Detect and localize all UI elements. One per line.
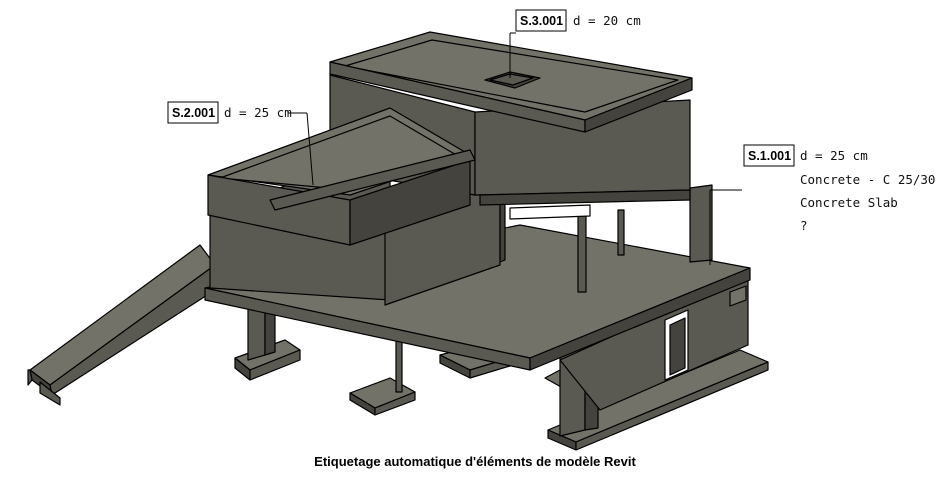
- tag-s1-line-3: Concrete Slab: [800, 195, 898, 210]
- tag-s1-line-4: ?: [800, 218, 808, 233]
- slab-s3: [329, 31, 693, 133]
- tag-s1: S.1.001 d = 25 cm Concrete - C 25/30 Con…: [709, 144, 935, 265]
- tag-s1-line-2: Concrete - C 25/30: [800, 172, 935, 187]
- ramp: [27, 244, 216, 406]
- tag-s3: S.3.001 d = 20 cm: [509, 9, 641, 78]
- tag-s2-id: S.2.001: [172, 106, 215, 120]
- tag-s3-line-1: d = 20 cm: [573, 13, 641, 28]
- tag-s2-box[interactable]: [167, 101, 219, 124]
- tag-s3-box[interactable]: [515, 9, 567, 32]
- slab-s1: [204, 224, 751, 371]
- tag-s1-id: S.1.001: [748, 149, 791, 163]
- tag-s1-line-1: d = 25 cm: [800, 148, 868, 163]
- tag-s2-line-1: d = 25 cm: [224, 105, 292, 120]
- tag-s1-box[interactable]: [743, 144, 795, 167]
- slab-s2: [207, 107, 476, 246]
- figure-caption: Etiquetage automatique d'éléments de mod…: [314, 454, 636, 469]
- tag-s2: S.2.001 d = 25 cm: [167, 101, 314, 186]
- tag-s3-id: S.3.001: [520, 14, 563, 28]
